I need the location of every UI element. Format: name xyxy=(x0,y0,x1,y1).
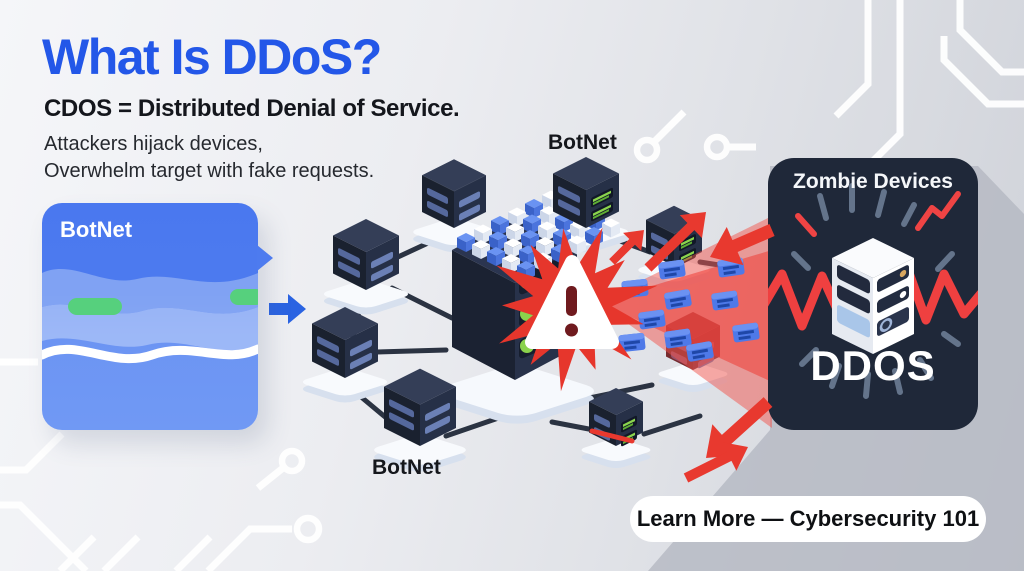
packet-icon xyxy=(638,309,666,330)
radiating-dash xyxy=(799,347,819,367)
packet-icon xyxy=(732,322,760,343)
wave-line xyxy=(42,344,258,364)
radiating-dash xyxy=(935,251,955,272)
radiating-dash xyxy=(829,363,842,389)
radiating-dash xyxy=(795,213,817,237)
server-cube-icon xyxy=(422,159,486,228)
server-platform xyxy=(302,368,388,396)
zombie-panel-title: Zombie Devices xyxy=(793,170,953,193)
traffic-pill-icon xyxy=(68,298,122,315)
radiating-dash xyxy=(863,371,871,399)
circuit-node-icon xyxy=(293,514,323,544)
circuit-node-icon xyxy=(633,136,661,164)
server-platform xyxy=(581,438,651,462)
packet-icon xyxy=(618,332,646,353)
ddos-label: DDOS xyxy=(810,342,936,389)
server-cube-icon xyxy=(312,307,378,378)
botnet-label-bottom: BotNet xyxy=(372,456,441,479)
radiating-dash xyxy=(915,191,961,231)
zombie-devices-panel: Zombie Devices DDOS xyxy=(768,158,978,430)
server-platform xyxy=(374,435,466,465)
packet-icon xyxy=(717,257,745,278)
red-arrow-icon xyxy=(644,212,706,272)
botnet-card-label: BotNet xyxy=(60,217,133,242)
circuit-node-icon xyxy=(703,133,731,161)
packet-icon xyxy=(664,289,692,310)
flow-arrow-icon xyxy=(269,294,306,324)
radiating-dash xyxy=(791,251,811,271)
zombie-server-icon xyxy=(832,238,914,354)
packet-icon xyxy=(711,290,739,311)
description-line: Attackers hijack devices, xyxy=(44,133,263,155)
packet-icon xyxy=(658,259,686,280)
server-cube-icon xyxy=(553,157,619,228)
botnet-card-art xyxy=(42,203,258,430)
attack-arrows xyxy=(589,212,706,444)
page-subtitle: CDOS = Distributed Denial of Service. xyxy=(44,95,460,122)
red-arrow-icon xyxy=(609,230,644,265)
circuit-node-icon xyxy=(278,447,306,475)
radiating-dash xyxy=(901,202,917,227)
wave-band xyxy=(42,304,258,351)
radiating-dash xyxy=(875,189,887,218)
traffic-pill-icon xyxy=(230,289,258,305)
botnet-label-top: BotNet xyxy=(548,131,617,154)
packet-icon xyxy=(664,328,692,349)
server-cube-icon xyxy=(333,219,399,290)
radiating-dash xyxy=(941,331,961,347)
server-cube-icon xyxy=(384,368,456,446)
learn-more-button[interactable]: Learn More — Cybersecurity 101 xyxy=(630,496,986,542)
speech-tail-icon xyxy=(257,245,273,271)
page-title: What Is DDoS? xyxy=(42,29,382,85)
server-platform xyxy=(323,280,409,308)
packet-icon xyxy=(686,341,714,362)
radiating-dash xyxy=(917,357,934,381)
page-description: Attackers hijack devices, Overwhelm targ… xyxy=(44,131,374,185)
botnet-card: BotNet xyxy=(42,203,273,430)
radiating-dashes xyxy=(791,183,961,399)
radiating-dash xyxy=(817,193,829,221)
warning-triangle-icon xyxy=(525,255,619,349)
description-line: Overwhelm target with fake requests. xyxy=(44,160,375,182)
radiating-dash xyxy=(892,368,903,395)
